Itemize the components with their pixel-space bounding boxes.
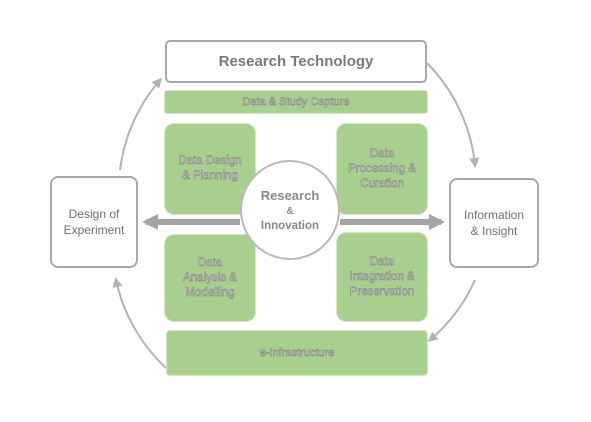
hub-label-ampersand: &: [286, 206, 294, 217]
quadrant-integration-preservation: Data Integration & Preservation: [336, 232, 428, 322]
quadrant-label-line: Data Design: [178, 155, 242, 168]
quadrant-analysis-modelling: Data Analysis & Modelling: [164, 234, 256, 322]
cycle-arc-bottom-left: [112, 277, 167, 369]
cycle-arc-top-right: [426, 62, 480, 168]
cycle-arc-top-left: [119, 77, 162, 171]
cycle-arc-bottom-right: [427, 279, 476, 342]
quadrant-label-line: & Planning: [182, 170, 238, 183]
node-label-line: Information: [463, 208, 525, 222]
quadrant-label-line: Integration &: [349, 270, 415, 283]
quadrant-label-line: Modelling: [185, 286, 235, 299]
quadrant-label-line: Data: [369, 255, 395, 268]
e-infrastructure-bar: e-Infrastructure: [166, 330, 428, 376]
node-label-line: & Insight: [470, 224, 518, 238]
quadrant-label-line: Processing &: [348, 162, 416, 175]
quadrant-label-line: Preservation: [349, 285, 415, 298]
quadrant-label-line: Analysis &: [183, 271, 237, 284]
quadrant-label-line: Data: [197, 256, 223, 269]
research-technology-title: Research Technology: [165, 40, 427, 83]
information-insight-node: Information & Insight: [449, 178, 539, 268]
quadrant-label-line: Data: [369, 147, 395, 160]
hub-label-research: Research: [260, 188, 320, 203]
quadrant-processing-curation: Data Processing & Curation: [336, 123, 428, 215]
node-label-line: Experiment: [63, 223, 125, 237]
research-innovation-hub: Research & Innovation: [240, 160, 340, 260]
data-study-capture-bar: Data & Study Capture: [164, 90, 428, 114]
quadrant-label-line: Curation: [360, 177, 404, 190]
hub-label-innovation: Innovation: [260, 220, 320, 232]
design-of-experiment-node: Design of Experiment: [50, 176, 138, 268]
node-label-line: Design of: [68, 207, 120, 221]
